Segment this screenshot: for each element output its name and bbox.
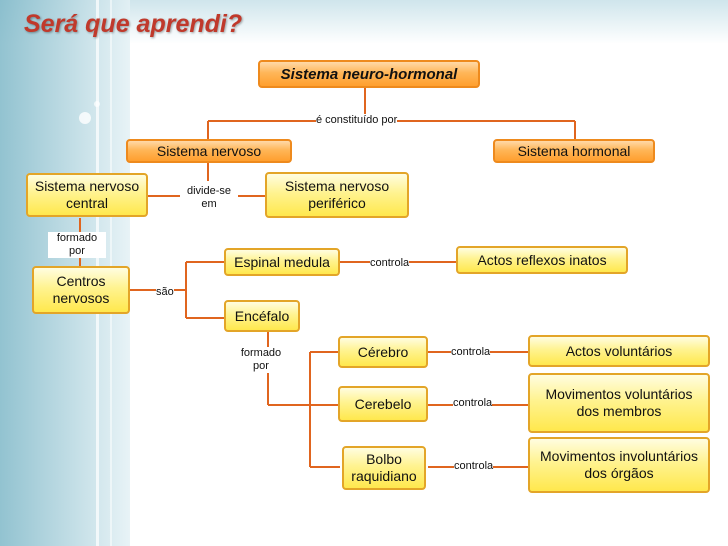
node-label: Movimentos voluntários dos membros bbox=[533, 386, 705, 420]
node-sistema-nervoso-periferico: Sistema nervoso periférico bbox=[265, 172, 409, 218]
page-title: Será que aprendi? bbox=[24, 10, 242, 39]
link-label-sao: são bbox=[156, 286, 174, 299]
node-label: Actos reflexos inatos bbox=[477, 252, 606, 269]
node-label: Bolbo raquidiano bbox=[347, 451, 421, 485]
node-cerebelo: Cerebelo bbox=[338, 386, 428, 422]
link-label-controla-4: controla bbox=[454, 460, 493, 473]
link-label-formado-por-2: formado por bbox=[232, 347, 290, 373]
node-cerebro: Cérebro bbox=[338, 336, 428, 368]
node-centros-nervosos: Centros nervosos bbox=[32, 266, 130, 314]
node-sistema-hormonal: Sistema hormonal bbox=[493, 139, 655, 163]
node-actos-voluntarios: Actos voluntários bbox=[528, 335, 710, 367]
node-label: Sistema nervoso central bbox=[31, 178, 143, 212]
node-label: Cérebro bbox=[358, 344, 409, 361]
node-label: Centros nervosos bbox=[37, 273, 125, 307]
node-label: Sistema nervoso periférico bbox=[270, 178, 404, 212]
link-label-constituido: é constituído por bbox=[316, 114, 397, 127]
node-label: Sistema neuro-hormonal bbox=[281, 66, 458, 83]
node-sistema-neuro-hormonal: Sistema neuro-hormonal bbox=[258, 60, 480, 88]
node-label: Sistema nervoso bbox=[157, 143, 261, 160]
node-espinal-medula: Espinal medula bbox=[224, 248, 340, 276]
node-label: Encéfalo bbox=[235, 308, 289, 325]
node-encefalo: Encéfalo bbox=[224, 300, 300, 332]
node-label: Cerebelo bbox=[355, 396, 412, 413]
node-label: Espinal medula bbox=[234, 254, 330, 271]
node-label: Movimentos involuntários dos órgãos bbox=[533, 448, 705, 482]
link-label-formado-por-1: formado por bbox=[48, 232, 106, 258]
node-sistema-nervoso: Sistema nervoso bbox=[126, 139, 292, 163]
node-movimentos-involuntarios: Movimentos involuntários dos órgãos bbox=[528, 437, 710, 493]
node-actos-reflexos-inatos: Actos reflexos inatos bbox=[456, 246, 628, 274]
link-label-controla-1: controla bbox=[370, 257, 409, 270]
node-label: Sistema hormonal bbox=[518, 143, 631, 160]
node-movimentos-voluntarios: Movimentos voluntários dos membros bbox=[528, 373, 710, 433]
link-label-controla-2: controla bbox=[451, 346, 490, 359]
node-sistema-nervoso-central: Sistema nervoso central bbox=[26, 173, 148, 217]
node-label: Actos voluntários bbox=[566, 343, 673, 360]
link-label-controla-3: controla bbox=[453, 397, 492, 410]
node-bolbo-raquidiano: Bolbo raquidiano bbox=[342, 446, 426, 490]
link-label-divide: divide-se em bbox=[180, 185, 238, 211]
